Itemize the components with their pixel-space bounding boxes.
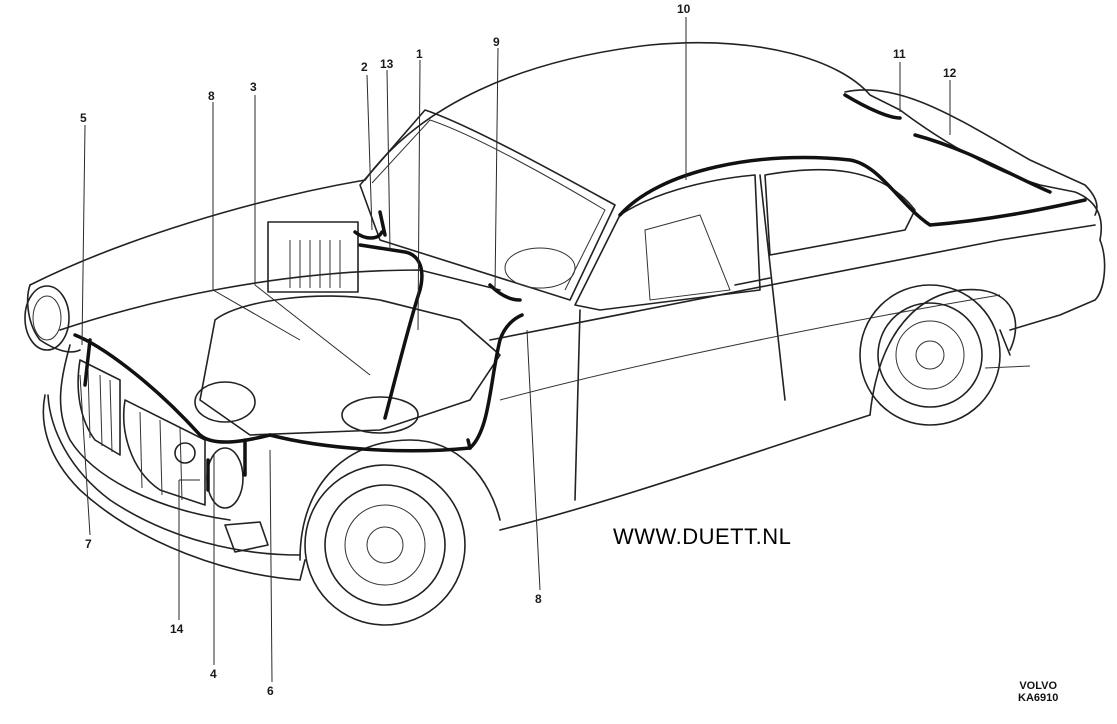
callout-5: 5 <box>80 111 87 125</box>
website-watermark: WWW.DUETT.NL <box>613 524 792 549</box>
callout-6: 6 <box>267 684 274 698</box>
callout-2: 2 <box>361 60 368 74</box>
callout-10: 10 <box>677 2 691 16</box>
callout-13: 13 <box>380 57 394 71</box>
callout-8-top: 8 <box>208 89 215 103</box>
callout-1: 1 <box>416 47 423 61</box>
drawing-code: KA6910 <box>1018 692 1059 704</box>
brand-name: VOLVO <box>1019 680 1058 692</box>
callout-12: 12 <box>943 66 957 80</box>
callout-11: 11 <box>893 47 906 61</box>
callout-14: 14 <box>170 622 184 636</box>
car-body <box>24 42 1106 626</box>
wiring-harness <box>73 93 1087 492</box>
brand-code: VOLVO KA6910 <box>1018 680 1058 704</box>
callout-labels: 1 2 3 4 5 6 7 8 8 9 10 11 12 13 14 <box>80 2 957 698</box>
callout-7: 7 <box>85 537 92 551</box>
callout-4: 4 <box>210 667 217 681</box>
leader-lines <box>79 17 951 683</box>
callout-3: 3 <box>250 80 257 94</box>
callout-8-bottom: 8 <box>535 592 542 606</box>
callout-9: 9 <box>493 35 500 49</box>
